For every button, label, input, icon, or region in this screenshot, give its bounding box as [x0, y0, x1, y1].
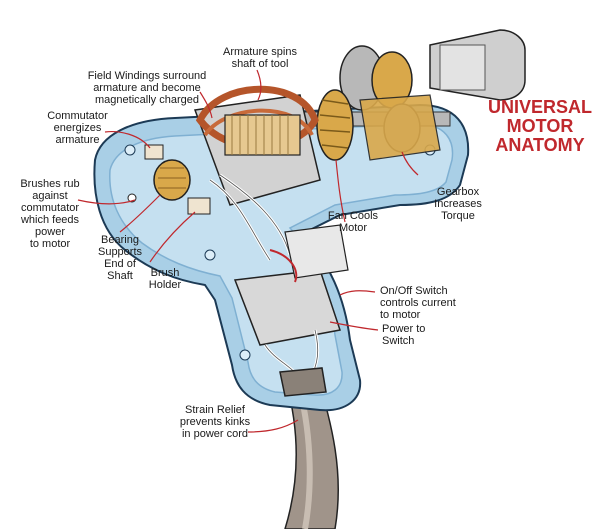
label-field-windings: Field Windings surround armature and bec…	[87, 70, 207, 106]
brush-holder	[187, 197, 211, 215]
gear-plate	[359, 94, 441, 161]
diagram-title: UNIVERSAL MOTOR ANATOMY	[480, 98, 600, 155]
switch-body	[233, 269, 341, 346]
title-line-1: UNIVERSAL	[487, 97, 592, 117]
label-fan: Fan Cools Motor	[327, 210, 379, 234]
label-commutator: Commutator energizes armature	[47, 110, 108, 146]
commutator	[153, 159, 191, 201]
title-line-2: MOTOR	[506, 116, 574, 136]
title-line-3: ANATOMY	[495, 135, 585, 155]
label-power: Power to Switch	[382, 323, 426, 347]
leader-lines	[77, 69, 419, 433]
label-brush-holder: Brush Holder	[148, 267, 182, 291]
label-strain-relief: Strain Relief prevents kinks in power co…	[179, 404, 251, 440]
label-armature-spins: Armature spins shaft of tool	[223, 46, 297, 70]
armature	[224, 114, 301, 156]
label-bearing: Bearing Supports End of Shaft	[97, 234, 143, 282]
label-brushes: Brushes rub against commutator which fee…	[20, 178, 80, 250]
strain-relief	[279, 367, 327, 397]
cooling-fan	[316, 89, 354, 161]
brush-top	[144, 144, 164, 160]
label-gearbox: Gearbox Increases Torque	[434, 186, 482, 222]
label-switch: On/Off Switch controls current to motor	[380, 285, 456, 321]
